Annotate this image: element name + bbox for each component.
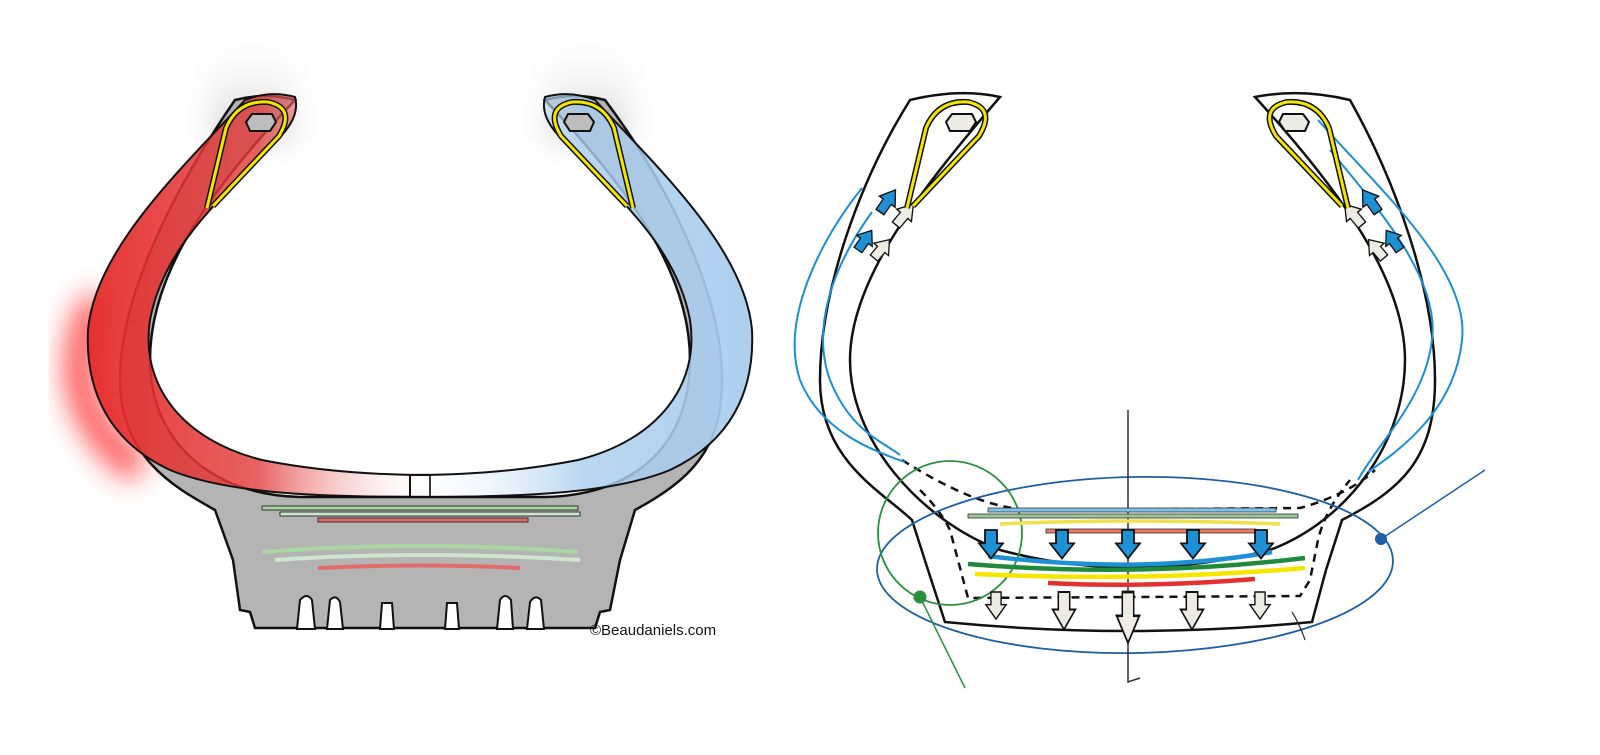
belt-layers-lower	[261, 544, 581, 570]
bead-left	[207, 102, 285, 208]
arrow-down-blue-icon	[1115, 529, 1141, 560]
arrow-down-white-icon	[985, 591, 1007, 620]
bead-right-figure-right	[1270, 102, 1348, 208]
dashed-line-lower	[919, 479, 1351, 600]
tread-grooves	[295, 595, 546, 630]
ellipse-pointer-dot	[1375, 533, 1387, 545]
circle-pointer-line	[919, 596, 966, 689]
left-tire-figure	[64, 30, 754, 630]
copyright-watermark: ©Beaudaniels.com	[590, 622, 717, 639]
shoulder-zone-circle	[877, 460, 1023, 606]
center-axis-line	[1127, 410, 1141, 684]
small-mark	[1291, 611, 1306, 641]
arrow-down-blue-icon	[1180, 529, 1206, 560]
arrow-up-blue-icon	[871, 183, 905, 219]
bead-right	[555, 102, 633, 208]
contact-zone-ellipse	[876, 475, 1394, 655]
dashed-line-upper	[901, 458, 1376, 512]
arrow-down-blue-icon	[978, 529, 1004, 560]
bead-wire-icon	[244, 113, 278, 132]
arrow-down-blue-icon	[1049, 529, 1075, 560]
right-tire-figure	[793, 91, 1486, 689]
arrow-down-white-icon	[1249, 591, 1271, 620]
load-arrows-white	[985, 590, 1271, 645]
circle-pointer-dot	[913, 590, 927, 604]
belt-layers-upper-right	[967, 507, 1299, 534]
bead-right-figure-left	[907, 102, 985, 208]
tire-outline	[818, 91, 1437, 633]
belt-layers-lower-right	[967, 549, 1306, 588]
arrow-down-white-icon	[1115, 590, 1141, 645]
belt-layers-upper	[261, 505, 581, 523]
load-arrows-blue	[978, 529, 1274, 560]
ellipse-pointer-line	[1380, 469, 1486, 540]
